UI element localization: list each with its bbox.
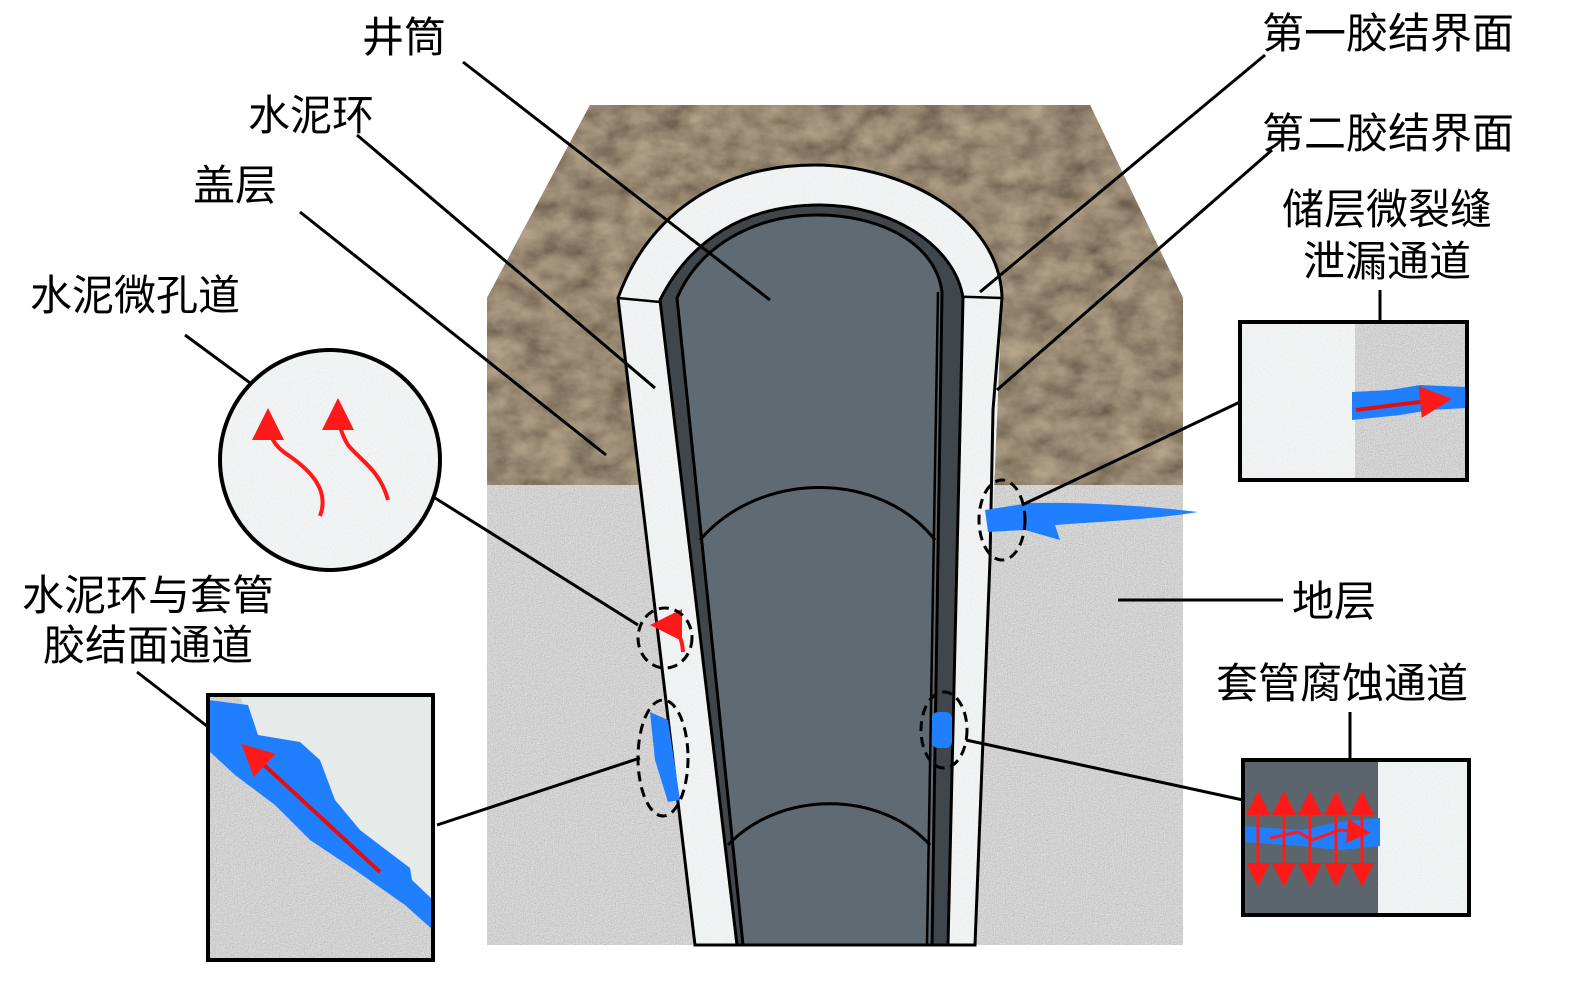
label-first-interface: 第一胶结界面 [1262,9,1515,58]
micropore-arrow-2 [322,398,390,501]
casing-corrosion-leak [932,712,952,748]
label-cement-sheath: 水泥环 [248,91,375,140]
label-reservoir-line2: 泄漏通道 [1302,237,1471,286]
micropore-flow-arrow [650,609,685,653]
label-cement-casing-line2: 胶结面通道 [42,621,253,670]
label-cement-casing-line1: 水泥环与套管 [21,571,274,620]
marker-fracture [977,478,1027,562]
reservoir-fracture-leak [985,502,1198,540]
marker-micropore [636,606,694,670]
fracture-flow-arrow [1355,386,1452,418]
label-caprock: 盖层 [193,161,278,210]
label-second-interface: 第二胶结界面 [1262,109,1515,158]
label-casing-corrosion: 套管腐蚀通道 [1216,659,1469,708]
inset-casing-corrosion [1241,758,1471,917]
cement-sheath-outline [616,163,1004,947]
label-formation: 地层 [1292,577,1377,626]
wellbore-inner-edge [925,291,940,946]
corrosion-arrows [1246,791,1374,887]
wellbore-ring-1 [698,486,937,541]
label-wellbore: 井筒 [362,13,447,62]
label-cement-micropore: 水泥微孔道 [30,271,241,320]
zoom-circle-icon [218,348,442,572]
wellbore-ring-2 [726,802,932,847]
inset-reservoir-fracture [1238,320,1469,482]
inset-cement-casing-interface [206,693,435,962]
label-reservoir-line1: 储层微裂缝 [1281,185,1492,234]
wellbore-interior [675,213,944,947]
interface-flow-arrow [241,743,382,874]
marker-corrosion [919,690,969,770]
micropore-arrow-1 [252,408,325,517]
cement-casing-leak [650,712,680,802]
leader-lines [136,53,1382,827]
